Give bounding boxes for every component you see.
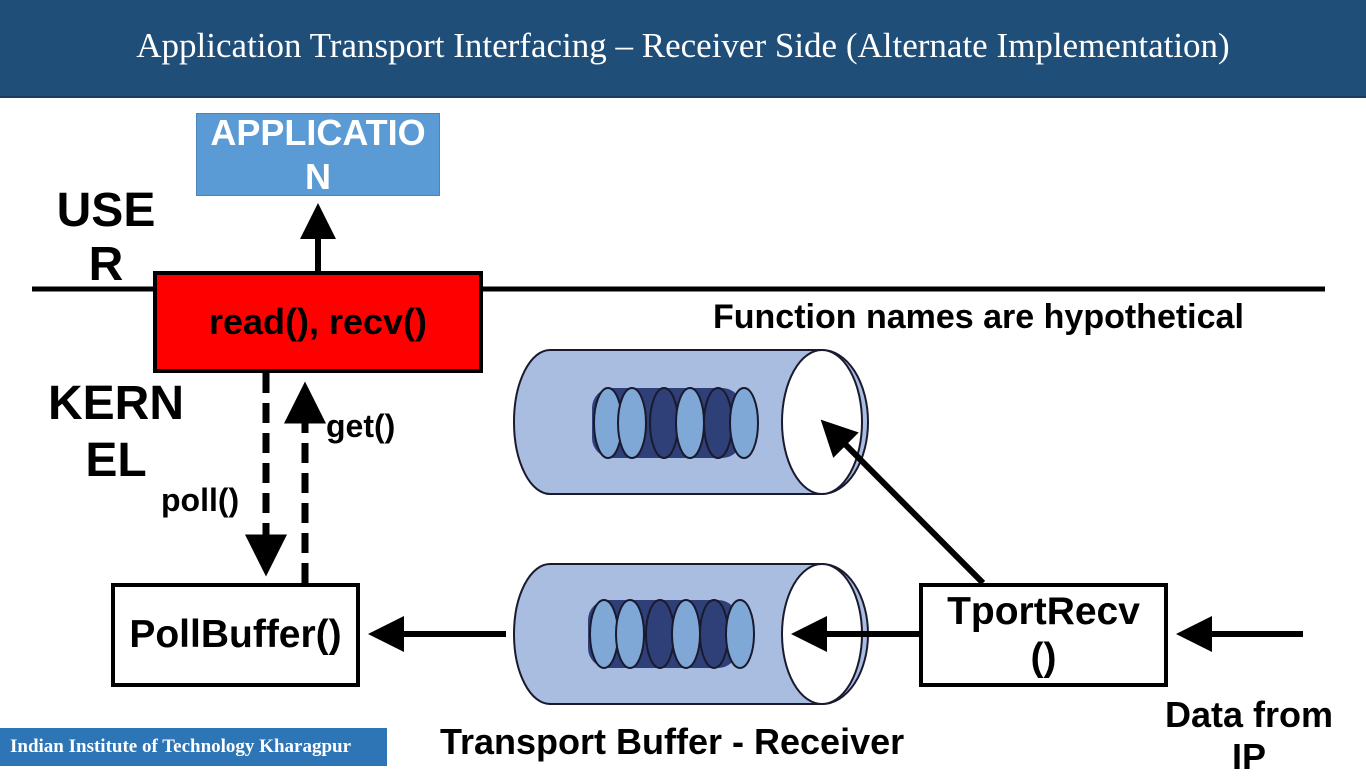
read-recv-box: read(), recv() <box>153 271 483 373</box>
slide-title: Application Transport Interfacing – Rece… <box>136 26 1230 65</box>
buffer-cylinder-upper <box>513 349 869 495</box>
tportrecv-box: TportRecv() <box>919 583 1168 687</box>
institution-footer: Indian Institute of Technology Kharagpur <box>0 728 387 766</box>
transport-buffer-label: Transport Buffer - Receiver <box>440 721 905 762</box>
header-bar: Application Transport Interfacing – Rece… <box>0 0 1366 98</box>
data-from-ip-label: Data from IP <box>1164 694 1334 777</box>
arrow-tport-to-upper-buffer <box>820 419 986 586</box>
application-box: APPLICATION <box>196 112 440 197</box>
pollbuffer-box: PollBuffer() <box>111 583 360 687</box>
poll-label: poll() <box>161 482 240 518</box>
user-label: USER <box>56 184 156 291</box>
get-label: get() <box>326 408 396 444</box>
hypothetical-note: Function names are hypothetical <box>713 298 1244 336</box>
kernel-label: KERNEL <box>47 377 184 487</box>
buffer-packets-upper <box>592 387 759 459</box>
buffer-packets-lower <box>588 599 755 669</box>
buffer-cylinder-lower <box>513 563 869 705</box>
